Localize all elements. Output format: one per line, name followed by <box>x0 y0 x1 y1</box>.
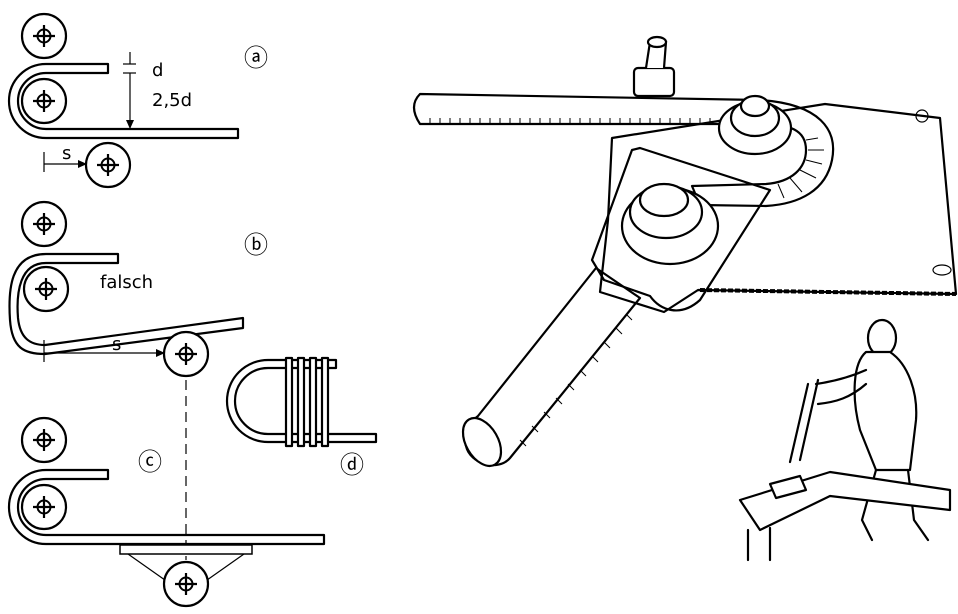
dimension-s-a <box>43 152 87 172</box>
roller-bottom-c <box>162 560 210 608</box>
handle-end <box>461 417 503 467</box>
label-s-b: s <box>112 334 121 355</box>
roller-top-a <box>20 12 68 60</box>
wire-wrap <box>284 356 330 448</box>
pivot-roller <box>620 182 720 266</box>
bent-bar <box>412 92 835 208</box>
center-roller <box>717 94 793 156</box>
dimension-s-b <box>43 340 165 362</box>
roller-top-c <box>20 416 68 464</box>
label-panel-b: ⓑ <box>244 231 268 259</box>
bar-b <box>8 252 245 356</box>
label-falsch: falsch <box>100 272 153 293</box>
roller-inner-a <box>20 77 68 125</box>
bar-d <box>225 358 378 444</box>
dimension-d <box>123 52 136 82</box>
panel-b: falsch s ⓑ <box>8 200 268 378</box>
roller-bottom-a <box>84 141 132 189</box>
label-panel-d: ⓓ <box>340 451 364 479</box>
label-panel-c: ⓒ <box>138 448 162 476</box>
handle-texture <box>519 313 633 447</box>
panel-d: ⓓ <box>225 356 378 479</box>
worker-head <box>866 318 898 358</box>
label-panel-a: ⓐ <box>244 44 268 72</box>
label-s-a: s <box>62 143 71 164</box>
panel-a: d 2,5d s ⓐ <box>7 12 268 189</box>
base-plate <box>598 102 958 314</box>
roller-inner-b <box>22 265 70 313</box>
roller-bottom-b <box>162 330 210 378</box>
panel-c: ⓒ <box>7 380 326 608</box>
bending-tool-illustration <box>412 35 958 467</box>
screw-top <box>915 109 929 123</box>
roller-top-b <box>20 200 68 248</box>
bent-bar-texture <box>429 118 824 199</box>
bar-c <box>7 468 326 546</box>
bar-a <box>7 62 240 140</box>
top-clamp-roller <box>632 35 676 98</box>
lever-arm <box>590 146 772 312</box>
dimension-25d <box>126 82 134 129</box>
label-25d: 2,5d <box>152 90 192 111</box>
screw-right <box>932 264 952 276</box>
roller-inner-c <box>20 483 68 531</box>
label-d: d <box>152 60 163 81</box>
worker-illustration <box>738 318 952 562</box>
